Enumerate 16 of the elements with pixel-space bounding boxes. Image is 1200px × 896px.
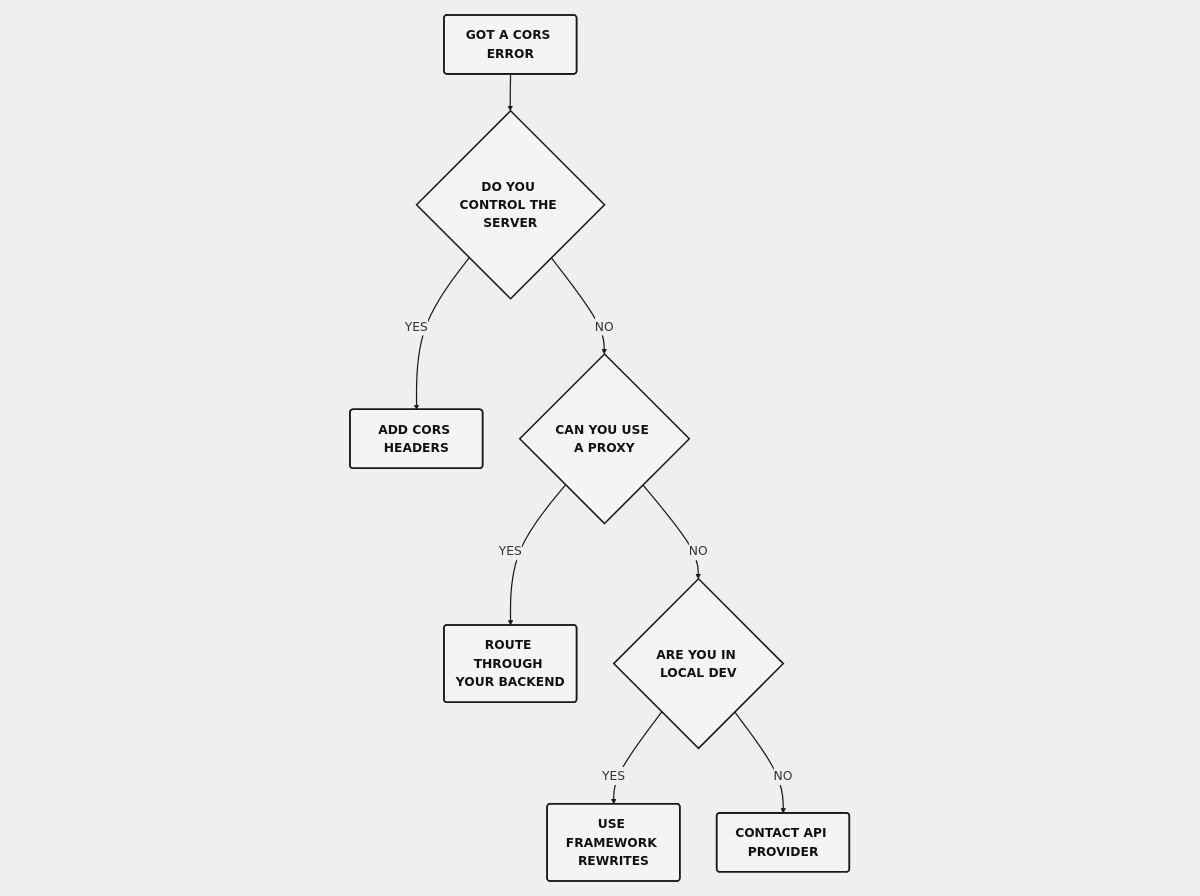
arrow: [414, 257, 471, 410]
edge-label: NO: [773, 768, 793, 784]
node-diamond: CAN YOU USE A PROXY: [519, 352, 691, 525]
node-diamond: ARE YOU IN LOCAL DEV: [613, 577, 785, 750]
arrow: [611, 711, 663, 805]
edge-label: YES: [602, 768, 626, 784]
arrow: [508, 484, 567, 626]
edge-label: YES: [499, 543, 523, 559]
arrow: [642, 484, 702, 580]
arrow: [734, 711, 787, 814]
edge-label: NO: [689, 543, 709, 559]
arrow: [550, 257, 608, 355]
edge-label: NO: [595, 319, 615, 334]
edge-label: YES: [405, 319, 429, 334]
arrow: [507, 73, 514, 111]
node-diamond: DO YOU CONTROL THE SERVER: [415, 109, 606, 300]
